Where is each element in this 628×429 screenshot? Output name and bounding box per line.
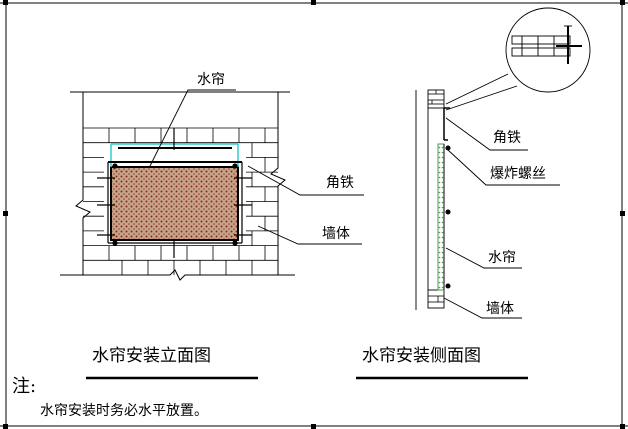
detail-callout: [445, 7, 591, 111]
label-angle-iron-side: 角铁: [493, 130, 521, 146]
curtain-panel-front: [110, 166, 239, 241]
label-angle-iron-front: 角铁: [326, 175, 354, 191]
note-heading: 注:: [12, 376, 36, 397]
angle-iron-side: [443, 107, 451, 289]
leaders-side: [443, 117, 560, 319]
leaders-front: [149, 89, 364, 245]
label-curtain-side: 水帘: [488, 250, 516, 266]
side-wall-hatch: [428, 90, 444, 303]
label-wall-side: 墙体: [486, 301, 514, 317]
frame-grips: [3, 0, 625, 429]
label-curtain-front: 水帘: [197, 72, 225, 88]
angle-iron-top: [108, 147, 242, 163]
title-side-view: 水帘安装侧面图: [362, 346, 481, 366]
curtain-panel-side: [437, 143, 445, 291]
note-text: 水帘安装时务必水平放置。: [40, 403, 208, 419]
label-bolt-side: 爆炸螺丝: [490, 166, 546, 182]
title-front-view: 水帘安装立面图: [92, 346, 211, 366]
side-wall-section: [415, 89, 445, 310]
mounting-bolts-front: [97, 128, 252, 258]
label-wall-front: 墙体: [322, 226, 350, 242]
wall-break-lines: [60, 91, 295, 281]
